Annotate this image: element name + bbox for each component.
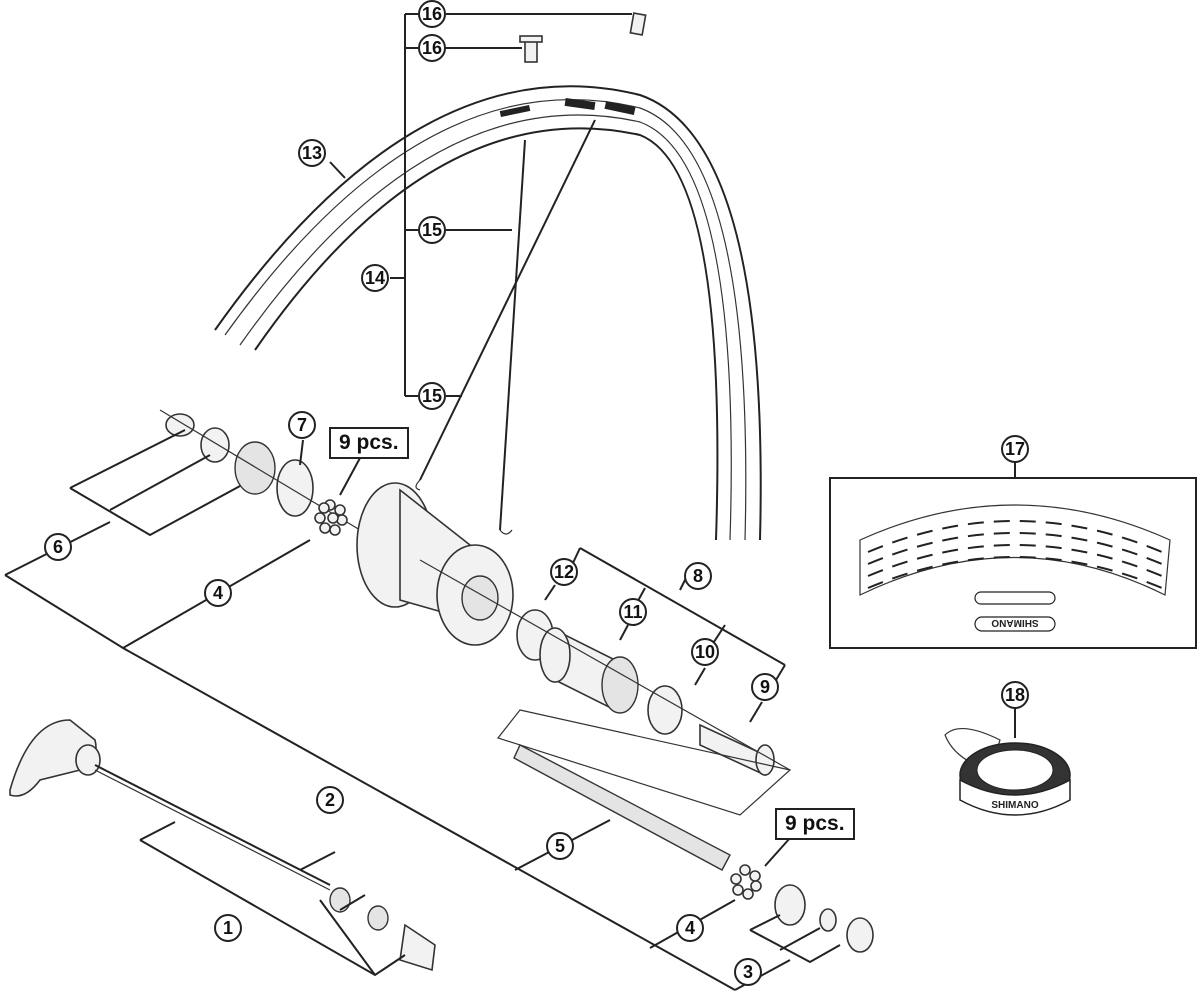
svg-text:2: 2 — [325, 790, 335, 810]
spokes — [415, 119, 596, 535]
balls-quantity-note-top: 9 pcs. — [329, 427, 409, 459]
svg-text:10: 10 — [695, 642, 715, 662]
svg-text:1: 1 — [223, 918, 233, 938]
svg-text:4: 4 — [213, 583, 223, 603]
svg-text:7: 7 — [297, 415, 307, 435]
callout-15-bottom: 15 — [418, 382, 446, 410]
callout-16-second: 16 — [418, 34, 446, 62]
callout-17: 17 — [1001, 435, 1029, 463]
callout-3: 3 — [734, 958, 762, 986]
svg-text:11: 11 — [623, 602, 642, 622]
ball-bearings-bottom — [730, 864, 762, 900]
callout-13: 13 — [298, 139, 326, 167]
bracket-lines — [4, 429, 841, 991]
svg-text:5: 5 — [555, 836, 565, 856]
svg-text:14: 14 — [365, 268, 385, 288]
svg-text:17: 17 — [1005, 439, 1025, 459]
svg-text:15: 15 — [422, 220, 442, 240]
freehub-parts — [419, 559, 792, 816]
rim-sticker-box: SHIMANO — [829, 462, 1197, 649]
svg-text:3: 3 — [743, 962, 753, 982]
callout-1: 1 — [214, 914, 242, 942]
left-bearing-parts — [159, 409, 361, 531]
svg-text:9: 9 — [760, 677, 770, 697]
callout-11: 11 — [619, 598, 647, 626]
balls-quantity-note-bottom: 9 pcs. — [775, 808, 855, 840]
svg-text:16: 16 — [422, 4, 442, 24]
svg-text:12: 12 — [554, 562, 574, 582]
rim-tape-logo: SHIMANO — [991, 800, 1038, 811]
svg-text:8: 8 — [693, 566, 703, 586]
right-cone-locknut — [774, 884, 874, 953]
svg-text:6: 6 — [53, 537, 63, 557]
callout-12: 12 — [550, 558, 578, 586]
svg-text:18: 18 — [1005, 685, 1025, 705]
ball-bearings-top — [314, 499, 348, 536]
callout-6: 6 — [44, 533, 72, 561]
svg-text:15: 15 — [422, 386, 442, 406]
callout-2: 2 — [316, 786, 344, 814]
callout-7: 7 — [288, 411, 316, 439]
callout-8: 8 — [684, 562, 712, 590]
nipples — [519, 12, 647, 63]
sticker-logo: SHIMANO — [991, 617, 1038, 628]
callout-10: 10 — [691, 638, 719, 666]
bracket-14 — [329, 13, 632, 397]
axle — [513, 744, 731, 871]
callout-15-top: 15 — [418, 216, 446, 244]
callout-16-top: 16 — [418, 0, 446, 28]
rim — [214, 85, 762, 541]
callout-14: 14 — [361, 264, 389, 292]
callout-4-bottom: 4 — [676, 914, 704, 942]
callout-9: 9 — [751, 673, 779, 701]
callout-18: 18 — [1001, 681, 1029, 709]
svg-text:13: 13 — [302, 143, 322, 163]
quick-release — [9, 719, 436, 972]
hub-body — [356, 482, 514, 646]
callout-4-top: 4 — [204, 579, 232, 607]
rim-tape: SHIMANO — [944, 708, 1071, 816]
svg-text:16: 16 — [422, 38, 442, 58]
svg-text:4: 4 — [685, 918, 695, 938]
callout-5: 5 — [546, 832, 574, 860]
